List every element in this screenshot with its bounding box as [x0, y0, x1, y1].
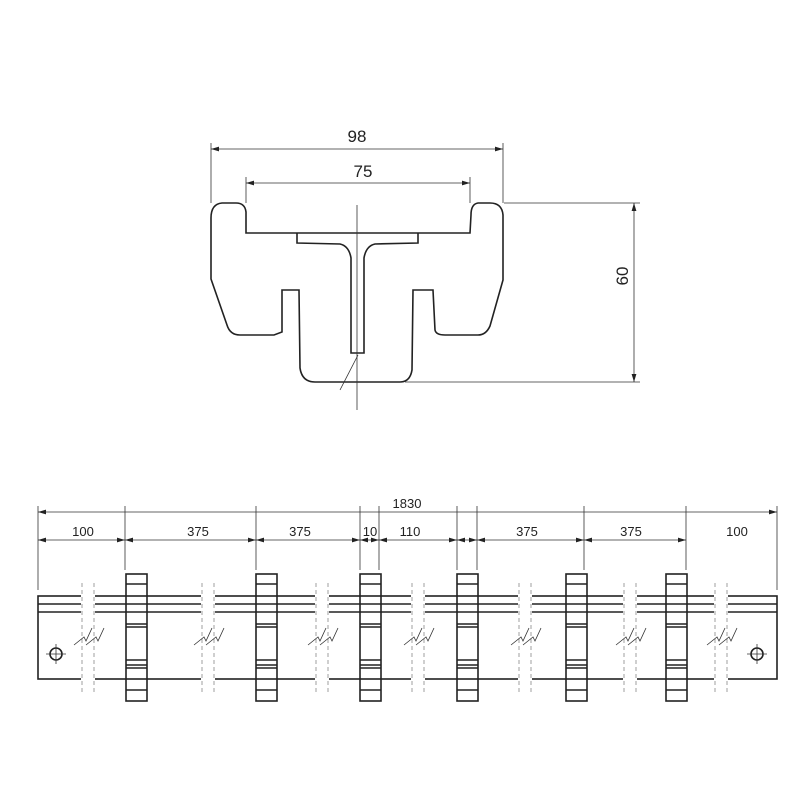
- clamp: [665, 573, 688, 702]
- break-symbol: [319, 627, 339, 646]
- break-gap: [201, 590, 215, 690]
- rail-body: [37, 595, 778, 680]
- break-gap: [518, 590, 532, 690]
- dim-label-segment: 10: [363, 524, 377, 539]
- dim-label-98: 98: [348, 127, 367, 146]
- break-symbol: [205, 627, 225, 646]
- break-symbol: [615, 627, 635, 646]
- break-gap: [315, 590, 329, 690]
- dim-label-segment: 100: [726, 524, 748, 539]
- clamp: [565, 573, 588, 702]
- t-insert: [296, 233, 419, 354]
- break-symbol: [415, 627, 435, 646]
- break-gap: [411, 590, 425, 690]
- dim-label-segment: 375: [620, 524, 642, 539]
- profile-section: 98 75 60: [210, 127, 640, 410]
- break-symbol: [193, 627, 213, 646]
- clamp: [456, 573, 479, 702]
- dim-label-60: 60: [613, 267, 632, 286]
- dim-label-75: 75: [354, 162, 373, 181]
- dim-label-segment: 375: [516, 524, 538, 539]
- break-symbol: [718, 627, 738, 646]
- break-symbol: [522, 627, 542, 646]
- clamp: [125, 573, 148, 702]
- leader-line: [339, 354, 359, 391]
- break-symbol: [706, 627, 726, 646]
- dim-label-total: 1830: [393, 496, 422, 511]
- dim-label-segment: 110: [400, 524, 421, 539]
- dim-label-segment: 375: [289, 524, 311, 539]
- break-symbol: [510, 627, 530, 646]
- break-symbol: [73, 627, 93, 646]
- break-symbol: [403, 627, 423, 646]
- break-gap: [81, 590, 95, 690]
- break-gap: [623, 590, 637, 690]
- dim-label-segment: 375: [187, 524, 209, 539]
- profile-outline: [210, 202, 504, 383]
- rail-elevation: 1830: [38, 496, 777, 515]
- clamp: [359, 573, 382, 702]
- clamp: [255, 573, 278, 702]
- break-symbol: [627, 627, 647, 646]
- break-symbol: [307, 627, 327, 646]
- break-symbol: [85, 627, 105, 646]
- dim-label-segment: 100: [72, 524, 94, 539]
- break-gap: [714, 590, 728, 690]
